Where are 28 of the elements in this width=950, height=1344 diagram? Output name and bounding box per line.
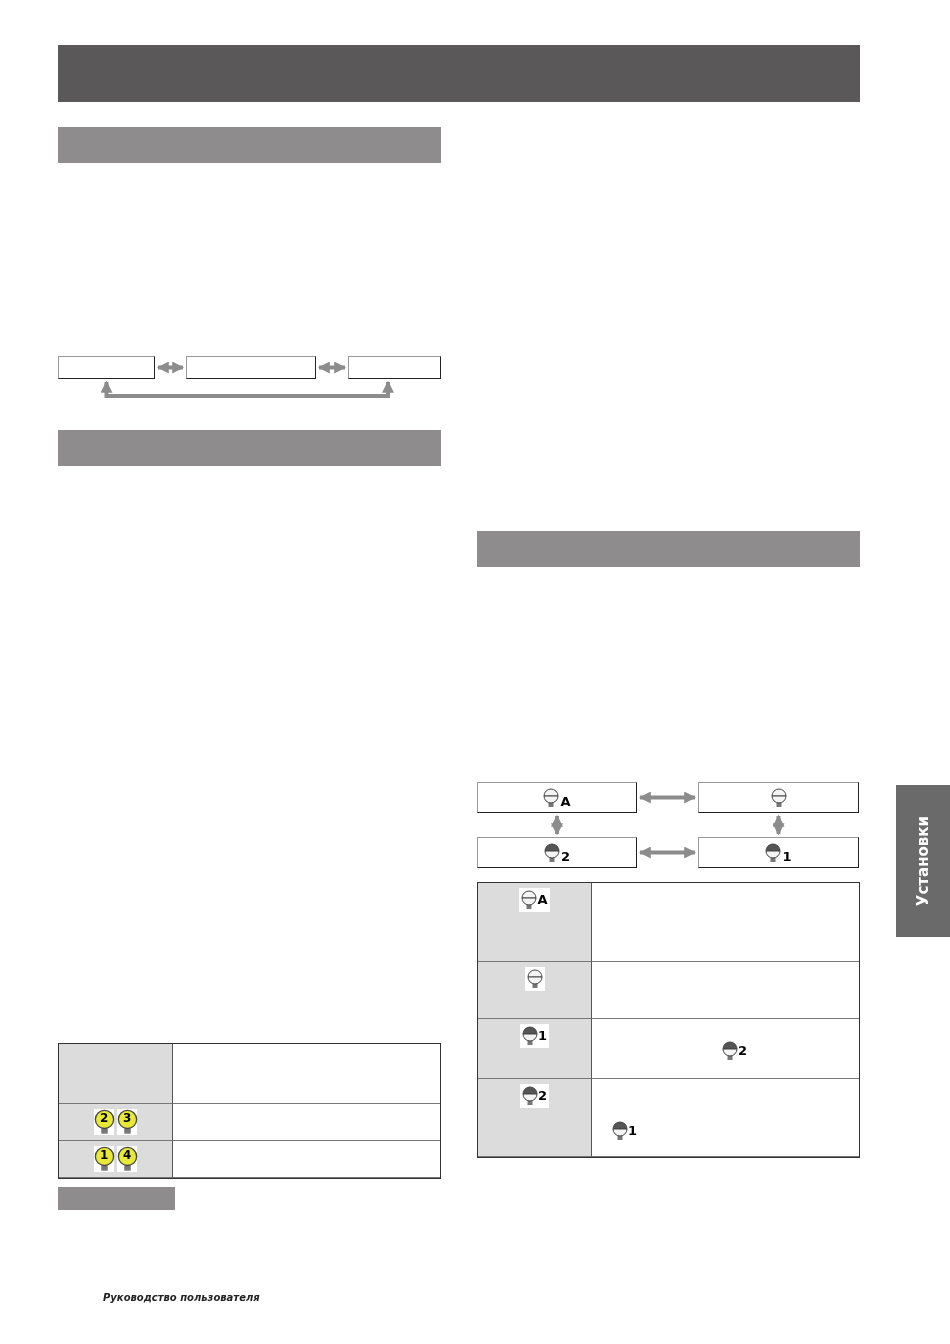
lamp-number: 2 [100, 1112, 109, 1125]
double-arrow [638, 791, 697, 804]
lamp-label: A [560, 795, 571, 808]
double-arrow [772, 814, 785, 836]
double-arrow [551, 814, 563, 836]
mode-box [698, 837, 859, 868]
double-arrow [100, 380, 394, 398]
footer-text: Руководство пользователя [103, 1292, 260, 1303]
lamp-label: 1 [782, 850, 792, 863]
mode-box [58, 356, 155, 379]
lamp-number: 1 [100, 1149, 109, 1162]
double-arrow [317, 361, 347, 374]
mode-box [477, 782, 637, 813]
mode-box [348, 356, 441, 379]
mode-box [186, 356, 316, 379]
lamp-number: 4 [123, 1149, 132, 1162]
double-arrow [638, 846, 697, 859]
mode-box [698, 782, 859, 813]
lamp-label: 1 [537, 1029, 547, 1042]
double-arrow [156, 361, 185, 374]
lamp-label: 2 [537, 1089, 547, 1102]
section-tab-label: Установки [914, 815, 932, 907]
mode-box [477, 837, 637, 868]
lamp-label: 1 [628, 1124, 638, 1137]
lamp-label: 2 [738, 1044, 748, 1057]
lamp-label: 2 [560, 850, 570, 863]
lamp-number: 3 [123, 1112, 132, 1125]
lamp-label: A [537, 893, 548, 906]
